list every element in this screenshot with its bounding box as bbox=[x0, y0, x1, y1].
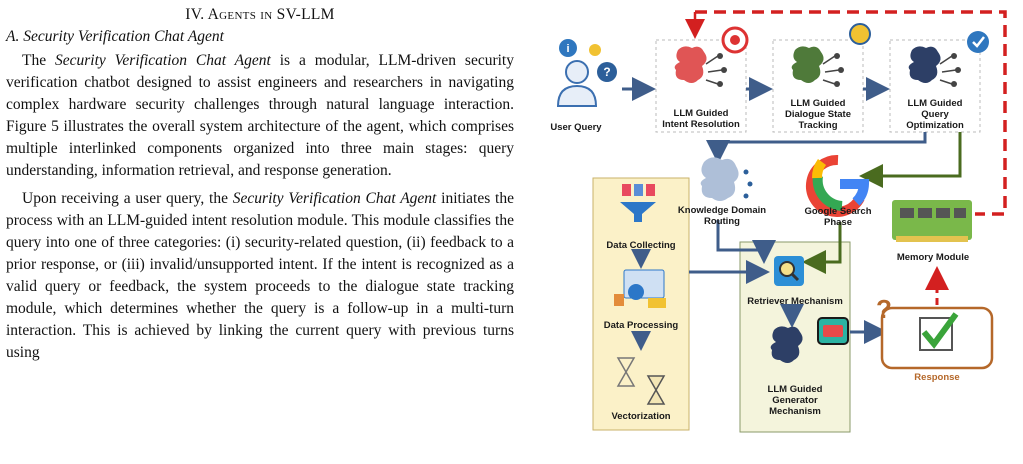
search-icon bbox=[774, 256, 804, 286]
arrow-optimization-to-google bbox=[859, 132, 962, 188]
google-logo-icon bbox=[805, 154, 870, 217]
intent-frame bbox=[655, 39, 747, 133]
label-dialogue-state: LLM Guided Dialogue State Tracking bbox=[785, 98, 851, 131]
optimization-frame bbox=[889, 39, 981, 133]
brain-icon-green bbox=[791, 46, 844, 87]
label-data-collecting: Data Collecting bbox=[606, 240, 676, 251]
label-data-processing: Data Processing bbox=[603, 320, 679, 331]
label-knowledge-routing: Knowledge Domain Routing bbox=[677, 205, 767, 227]
label-memory-module: Memory Module bbox=[896, 252, 970, 263]
section-heading: IV. Agents in SV-LLM bbox=[185, 6, 335, 23]
architecture-diagram: i ? bbox=[530, 0, 1023, 464]
paragraph-1: The Security Verification Chat Agent is … bbox=[6, 52, 514, 179]
label-user-query: User Query bbox=[550, 122, 602, 133]
funnel-icon bbox=[620, 184, 656, 222]
label-retriever: Retriever Mechanism bbox=[747, 296, 843, 307]
location-pin-icon bbox=[849, 23, 871, 45]
chat-bubble-icon bbox=[817, 317, 849, 345]
processing-icon bbox=[614, 269, 666, 308]
brain-icon-generator bbox=[770, 326, 803, 363]
checkbox-check-icon bbox=[919, 312, 959, 351]
subsection-heading: A. Security Verification Chat Agent bbox=[6, 28, 224, 45]
label-google-search: Google Search Phase bbox=[804, 206, 872, 228]
arrow-google-to-retriever bbox=[802, 222, 842, 274]
paper-text-column: IV. Agents in SV-LLM A. Security Verific… bbox=[6, 6, 514, 364]
label-response: Response bbox=[914, 372, 960, 383]
label-vectorization: Vectorization bbox=[611, 411, 671, 422]
dialogue-frame bbox=[772, 39, 864, 133]
gear-check-icon bbox=[967, 31, 989, 53]
hourglass-icon bbox=[616, 357, 666, 405]
target-icon bbox=[721, 26, 749, 54]
brain-icon-routing bbox=[700, 157, 753, 201]
label-query-optimization: LLM Guided Query Optimization bbox=[906, 98, 964, 131]
arrow-optimization-to-routing bbox=[706, 132, 927, 164]
user-icon: i ? bbox=[556, 39, 617, 107]
paragraph-2: Upon receiving a user query, the Securit… bbox=[6, 190, 514, 361]
brain-icon-red bbox=[674, 46, 727, 87]
brain-icon-navy bbox=[908, 46, 961, 87]
svg-text:i: i bbox=[566, 43, 569, 55]
label-generator: LLM Guided Generator Mechanism bbox=[767, 384, 823, 417]
diagram-canvas: i ? bbox=[556, 10, 1007, 433]
label-intent-resolution: LLM Guided Intent Resolution bbox=[662, 108, 740, 130]
memory-chip-icon bbox=[892, 200, 972, 242]
svg-text:?: ? bbox=[603, 65, 610, 79]
question-mark-icon: ? bbox=[876, 294, 892, 324]
memory-loop-arrow bbox=[695, 10, 1007, 216]
arrow-routing-to-retriever bbox=[716, 220, 776, 264]
